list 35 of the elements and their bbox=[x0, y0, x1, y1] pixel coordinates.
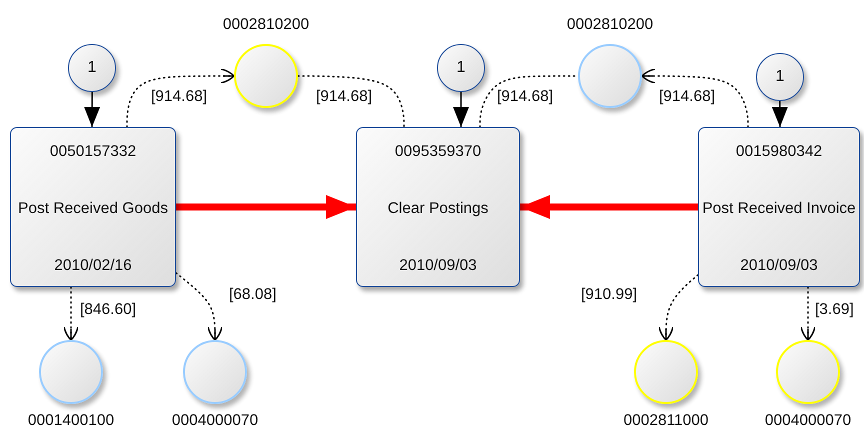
document-number: 0095359370 bbox=[394, 142, 482, 162]
edge-label: [914.68] bbox=[150, 88, 208, 106]
date-text: 2010/09/03 bbox=[740, 256, 818, 276]
arrow bbox=[453, 92, 469, 127]
arrow bbox=[772, 101, 788, 127]
arrow bbox=[84, 92, 100, 127]
process-box bbox=[356, 127, 520, 287]
account-number: 0002810200 bbox=[566, 16, 654, 34]
edge-label: [3.69] bbox=[814, 301, 855, 318]
edge-label: [910.99] bbox=[580, 286, 638, 304]
thick-arrow bbox=[176, 195, 356, 219]
step-title: Post Received Goods bbox=[18, 198, 168, 219]
step-title: Clear Postings bbox=[388, 198, 488, 219]
edge-label: [914.68] bbox=[658, 88, 716, 106]
count-circle: 1 bbox=[756, 53, 804, 101]
document-number: 0015980342 bbox=[736, 142, 822, 162]
step-title: Post Received Invoice bbox=[702, 198, 856, 219]
account-number: 0002811000 bbox=[622, 412, 710, 430]
edge-label: [846.60] bbox=[79, 301, 138, 318]
account-number: 0004000070 bbox=[170, 412, 260, 430]
edge-label: [914.68] bbox=[496, 88, 554, 106]
dotted-line bbox=[297, 75, 405, 128]
process-box bbox=[698, 127, 860, 287]
document-number: 0050157332 bbox=[50, 142, 136, 162]
account-number: 0002810200 bbox=[222, 16, 310, 34]
thick-arrow bbox=[520, 195, 698, 219]
date-text: 2010/09/03 bbox=[399, 256, 477, 276]
account-number: 0004000070 bbox=[764, 412, 852, 430]
edge-label: [914.68] bbox=[315, 88, 374, 106]
process-box bbox=[10, 127, 176, 287]
edge-label: [68.08] bbox=[228, 286, 278, 304]
account-number: 0001400100 bbox=[26, 412, 116, 430]
count-circle: 1 bbox=[68, 44, 116, 92]
date-text: 2010/02/16 bbox=[54, 256, 132, 276]
count-circle: 1 bbox=[437, 44, 485, 92]
